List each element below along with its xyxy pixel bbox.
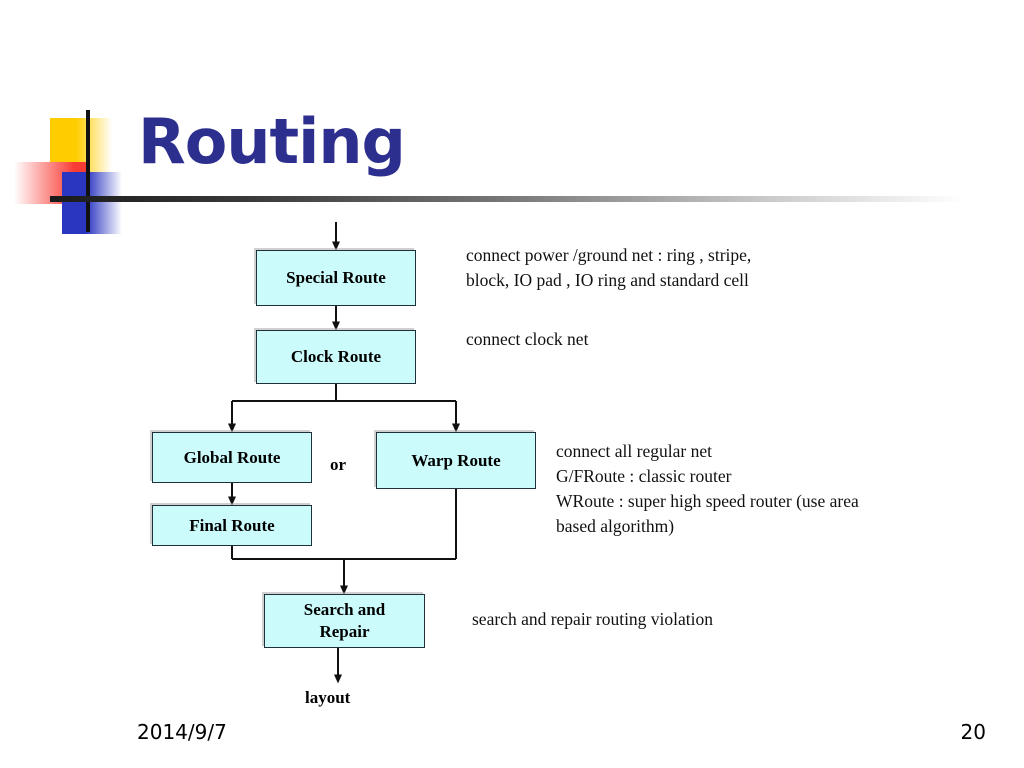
annotation-special-route: connect power /ground net : ring , strip… bbox=[466, 245, 752, 290]
flow-node-search-and-repair[interactable]: Search and Repair bbox=[264, 594, 425, 648]
or-connector-label: or bbox=[330, 455, 347, 474]
flow-node-global-route[interactable]: Global Route bbox=[152, 432, 312, 483]
layout-output-label: layout bbox=[305, 688, 351, 707]
flow-node-special-route[interactable]: Special Route bbox=[256, 250, 416, 306]
flow-node-final-route[interactable]: Final Route bbox=[152, 505, 312, 546]
flow-node-clock-route[interactable]: Clock Route bbox=[256, 330, 416, 384]
decor-blue-square bbox=[62, 172, 122, 234]
decor-vertical-rule bbox=[86, 110, 90, 232]
page-title: Routing bbox=[138, 105, 406, 178]
annotation-search-and-repair: search and repair routing violation bbox=[472, 609, 714, 629]
footer-page-number: 20 bbox=[960, 720, 986, 744]
footer-date: 2014/9/7 bbox=[137, 720, 227, 744]
flow-node-warp-route[interactable]: Warp Route bbox=[376, 432, 536, 489]
annotation-global-warp-route: connect all regular net G/FRoute : class… bbox=[556, 441, 859, 536]
annotation-clock-route: connect clock net bbox=[466, 329, 589, 349]
decor-horizontal-rule bbox=[50, 196, 965, 202]
title-decoration bbox=[0, 0, 260, 240]
